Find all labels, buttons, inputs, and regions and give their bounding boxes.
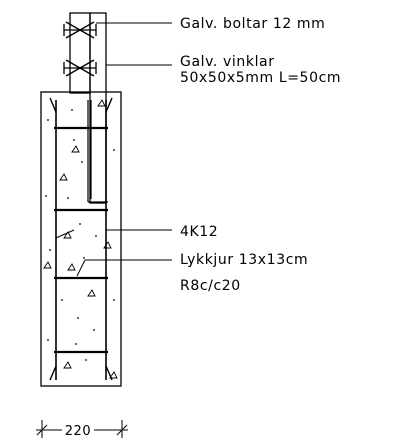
angles-label-line2: 50x50x5mm L=50cm — [180, 70, 341, 86]
rebar-label: 4K12 — [180, 224, 218, 240]
leader-lines — [55, 22, 172, 277]
concrete-column — [40, 91, 122, 387]
concrete-hatching — [43, 99, 118, 379]
stirrups — [54, 126, 108, 354]
stirrups-label: R8c/c20 — [180, 278, 241, 294]
bolt-lower — [63, 59, 97, 77]
rebar-hooks — [49, 97, 113, 381]
formwork-label: Lykkjur 13x13cm — [180, 252, 308, 268]
bolts-label: Galv. boltar 12 mm — [180, 16, 325, 32]
width-dimension-label: 220 — [65, 424, 92, 439]
concrete-dots — [45, 109, 115, 361]
bolt-upper — [63, 21, 97, 39]
steel-angle — [87, 100, 108, 203]
angles-label-line1: Galv. vinklar — [180, 54, 275, 70]
longitudinal-rebars — [55, 100, 107, 380]
width-dimension-line — [36, 420, 128, 438]
